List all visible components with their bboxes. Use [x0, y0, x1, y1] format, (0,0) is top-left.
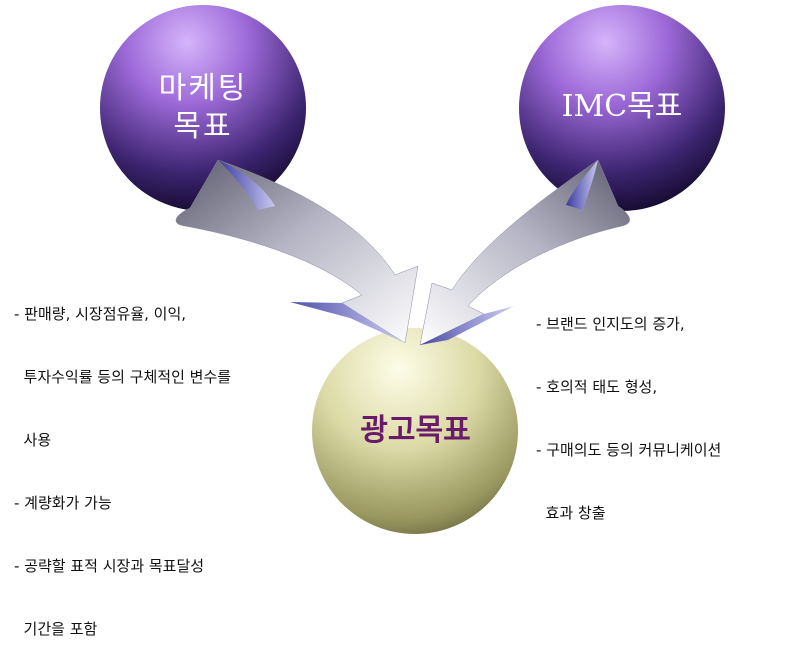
imc-goal-title-line: IMC목표 [561, 89, 683, 124]
ad-goal-title: 광고목표 [328, 412, 503, 450]
note-line: - 공략할 표적 시장과 목표달성 [14, 557, 205, 575]
note-line: 효과 창출 [536, 504, 606, 522]
note-line: - 호의적 태도 형성, [536, 378, 658, 396]
marketing-goal-title-line: 목표 [173, 109, 233, 144]
marketing-goal-title: 마케팅 목표 [118, 70, 288, 146]
imc-goal-title: IMC목표 [532, 88, 712, 126]
note-line: - 브랜드 인지도의 증가, [536, 315, 685, 333]
right-curved-arrow [419, 159, 630, 346]
note-line: 사용 [14, 431, 52, 449]
diagram-canvas [100, 5, 725, 534]
note-line: - 판매량, 시장점유율, 이익, [14, 305, 187, 323]
note-line: 기간을 포함 [14, 620, 98, 638]
note-line: - 계량화가 가능 [14, 494, 112, 512]
ad-goal-circle [312, 328, 518, 534]
left-curved-arrow [175, 159, 419, 344]
marketing-goal-title-line: 마케팅 [158, 71, 248, 106]
imc-goal-circle [519, 5, 725, 211]
marketing-goal-circle [100, 5, 306, 211]
marketing-goal-notes: - 판매량, 시장점유율, 이익, 투자수익률 등의 구체적인 변수를 사용 -… [14, 262, 231, 661]
imc-goal-notes: - 브랜드 인지도의 증가, - 호의적 태도 형성, - 구매의도 등의 커뮤… [536, 272, 721, 545]
note-line: 투자수익률 등의 구체적인 변수를 [14, 368, 232, 386]
note-line: - 구매의도 등의 커뮤니케이션 [536, 441, 722, 459]
ad-goal-title-line: 광고목표 [360, 413, 471, 448]
